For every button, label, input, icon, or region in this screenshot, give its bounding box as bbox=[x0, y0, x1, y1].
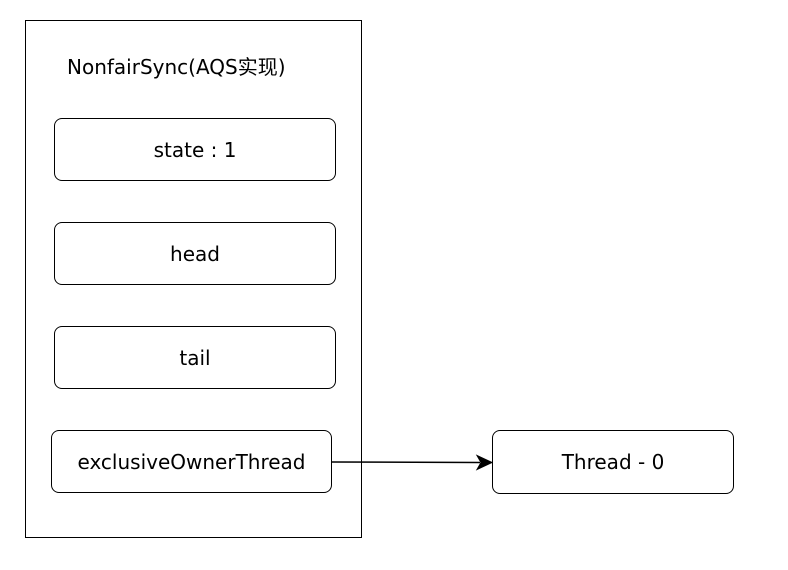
thread-label: Thread - 0 bbox=[561, 450, 665, 474]
state-field: state : 1 bbox=[54, 118, 336, 181]
container-title: NonfairSync(AQS实现) bbox=[67, 55, 286, 79]
thread-box: Thread - 0 bbox=[492, 430, 734, 494]
exclusive-owner-thread-label: exclusiveOwnerThread bbox=[77, 449, 306, 474]
exclusive-owner-thread-field: exclusiveOwnerThread bbox=[51, 430, 332, 493]
tail-field-label: tail bbox=[179, 345, 211, 370]
arrow-head-icon bbox=[475, 454, 494, 471]
tail-field: tail bbox=[54, 326, 336, 389]
head-field-label: head bbox=[170, 241, 220, 266]
head-field: head bbox=[54, 222, 336, 285]
state-field-label: state : 1 bbox=[153, 137, 237, 162]
